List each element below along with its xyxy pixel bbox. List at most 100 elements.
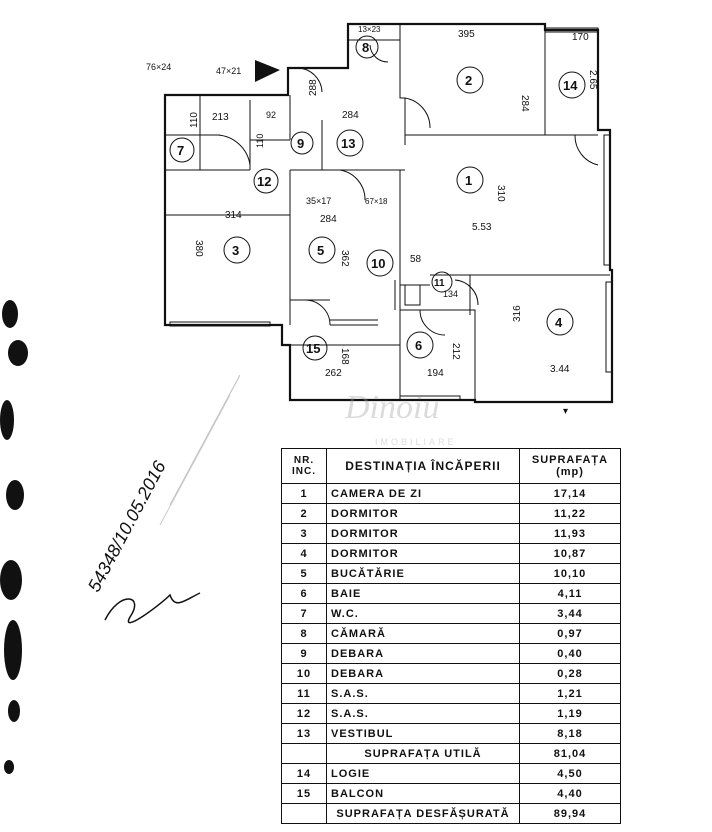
cell-name: DEBARA — [326, 663, 520, 684]
cell-nr: 2 — [281, 503, 327, 524]
cell-name: W.C. — [326, 603, 520, 624]
room-12-label: 12 — [257, 174, 271, 189]
svg-text:380: 380 — [193, 240, 204, 257]
cell-name: CĂMARĂ — [326, 623, 520, 644]
svg-text:58: 58 — [410, 254, 422, 265]
cell-name: BAIE — [326, 583, 520, 604]
registration-stamp: 54348/10.05.2016 — [84, 374, 240, 624]
floor-plan: ▾ 1 2 3 4 5 6 7 8 9 10 11 12 13 14 15 39… — [146, 22, 614, 417]
room-15-label: 15 — [306, 341, 320, 356]
cell-area: 0,97 — [519, 623, 621, 644]
cell-area: 10,10 — [519, 563, 621, 584]
header-nr: NR. INC. — [281, 448, 327, 484]
room-4-label: 4 — [555, 315, 563, 330]
cell-area: 0,28 — [519, 663, 621, 684]
header-destination: DESTINAȚIA ÎNCĂPERII — [326, 448, 520, 484]
svg-text:110: 110 — [255, 134, 265, 148]
cell-nr: 11 — [281, 683, 327, 704]
room-14-label: 14 — [563, 78, 578, 93]
cell-area: 11,22 — [519, 503, 621, 524]
cell-nr: 5 — [281, 563, 327, 584]
svg-text:47×21: 47×21 — [216, 66, 241, 76]
cell-nr: 15 — [281, 783, 327, 804]
room-13-label: 13 — [341, 136, 355, 151]
cell-name: DEBARA — [326, 643, 520, 664]
cell-nr: 7 — [281, 603, 327, 624]
agency-watermark: Dinoiu IMOBILIARE — [305, 375, 475, 465]
cell-name: VESTIBUL — [326, 723, 520, 744]
cell-name: LOGIE — [326, 763, 520, 784]
cell-name: S.A.S. — [326, 683, 520, 704]
watermark-name: Dinoiu — [345, 389, 440, 426]
svg-text:395: 395 — [458, 29, 475, 40]
cell-nr: 10 — [281, 663, 327, 684]
svg-text:168: 168 — [339, 348, 350, 365]
room-labels: 1 2 3 4 5 6 7 8 9 10 11 12 13 14 15 — [169, 35, 586, 361]
cell-nr: 13 — [281, 723, 327, 744]
cell-nr: 1 — [281, 483, 327, 504]
room-2-label: 2 — [465, 73, 472, 88]
room-legend-table: NR. INC. DESTINAȚIA ÎNCĂPERII SUPRAFAȚA … — [281, 448, 621, 824]
svg-text:13×23: 13×23 — [358, 25, 381, 34]
svg-text:314: 314 — [225, 210, 242, 221]
svg-text:170: 170 — [572, 32, 589, 43]
signature — [104, 592, 201, 624]
svg-text:212: 212 — [450, 343, 461, 360]
cell-area: 3,44 — [519, 603, 621, 624]
cell-nr: 4 — [281, 543, 327, 564]
svg-text:213: 213 — [212, 112, 229, 123]
cell-nr: 6 — [281, 583, 327, 604]
svg-text:362: 362 — [339, 250, 350, 267]
svg-text:316: 316 — [512, 305, 523, 322]
room-9-label: 9 — [297, 136, 304, 151]
table-header-row: NR. INC. DESTINAȚIA ÎNCĂPERII SUPRAFAȚA … — [281, 448, 621, 484]
cell-name: CAMERA DE ZI — [326, 483, 520, 504]
cell-nr: 12 — [281, 703, 327, 724]
svg-text:110: 110 — [189, 112, 200, 128]
room-6-label: 6 — [415, 338, 422, 353]
door-arcs — [217, 44, 599, 336]
cell-area: 11,93 — [519, 523, 621, 544]
svg-text:67×18: 67×18 — [365, 197, 388, 206]
cell-area: 8,18 — [519, 723, 621, 744]
svg-text:284: 284 — [320, 214, 337, 225]
cell-area: 1,19 — [519, 703, 621, 724]
registration-number: 54348/10.05.2016 — [84, 457, 170, 595]
cell-area: 4,11 — [519, 583, 621, 604]
room-5-label: 5 — [317, 243, 324, 258]
cell-area: 4,40 — [519, 783, 621, 804]
cell-nr: 9 — [281, 643, 327, 664]
svg-text:2.65: 2.65 — [587, 70, 598, 90]
total-area-row-label: SUPRAFAȚA DESFĂȘURATĂ — [326, 803, 520, 824]
svg-text:284: 284 — [519, 95, 530, 112]
cell-name: S.A.S. — [326, 703, 520, 724]
entrance-arrow-icon — [255, 60, 280, 82]
svg-text:310: 310 — [495, 185, 506, 202]
total-area-row-value: 89,94 — [519, 803, 621, 824]
cell-name: DORMITOR — [326, 543, 520, 564]
room-11-label: 11 — [434, 278, 445, 289]
windows — [169, 27, 613, 401]
svg-text:76×24: 76×24 — [146, 62, 171, 72]
svg-text:194: 194 — [427, 368, 444, 379]
watermark-subtitle: IMOBILIARE — [375, 437, 457, 447]
dimension-labels: 395 284 170 2.65 288 284 310 5.53 314 28… — [146, 25, 598, 379]
cell-name: DORMITOR — [326, 523, 520, 544]
cell-nr: 3 — [281, 523, 327, 544]
cell-name: BALCON — [326, 783, 520, 804]
